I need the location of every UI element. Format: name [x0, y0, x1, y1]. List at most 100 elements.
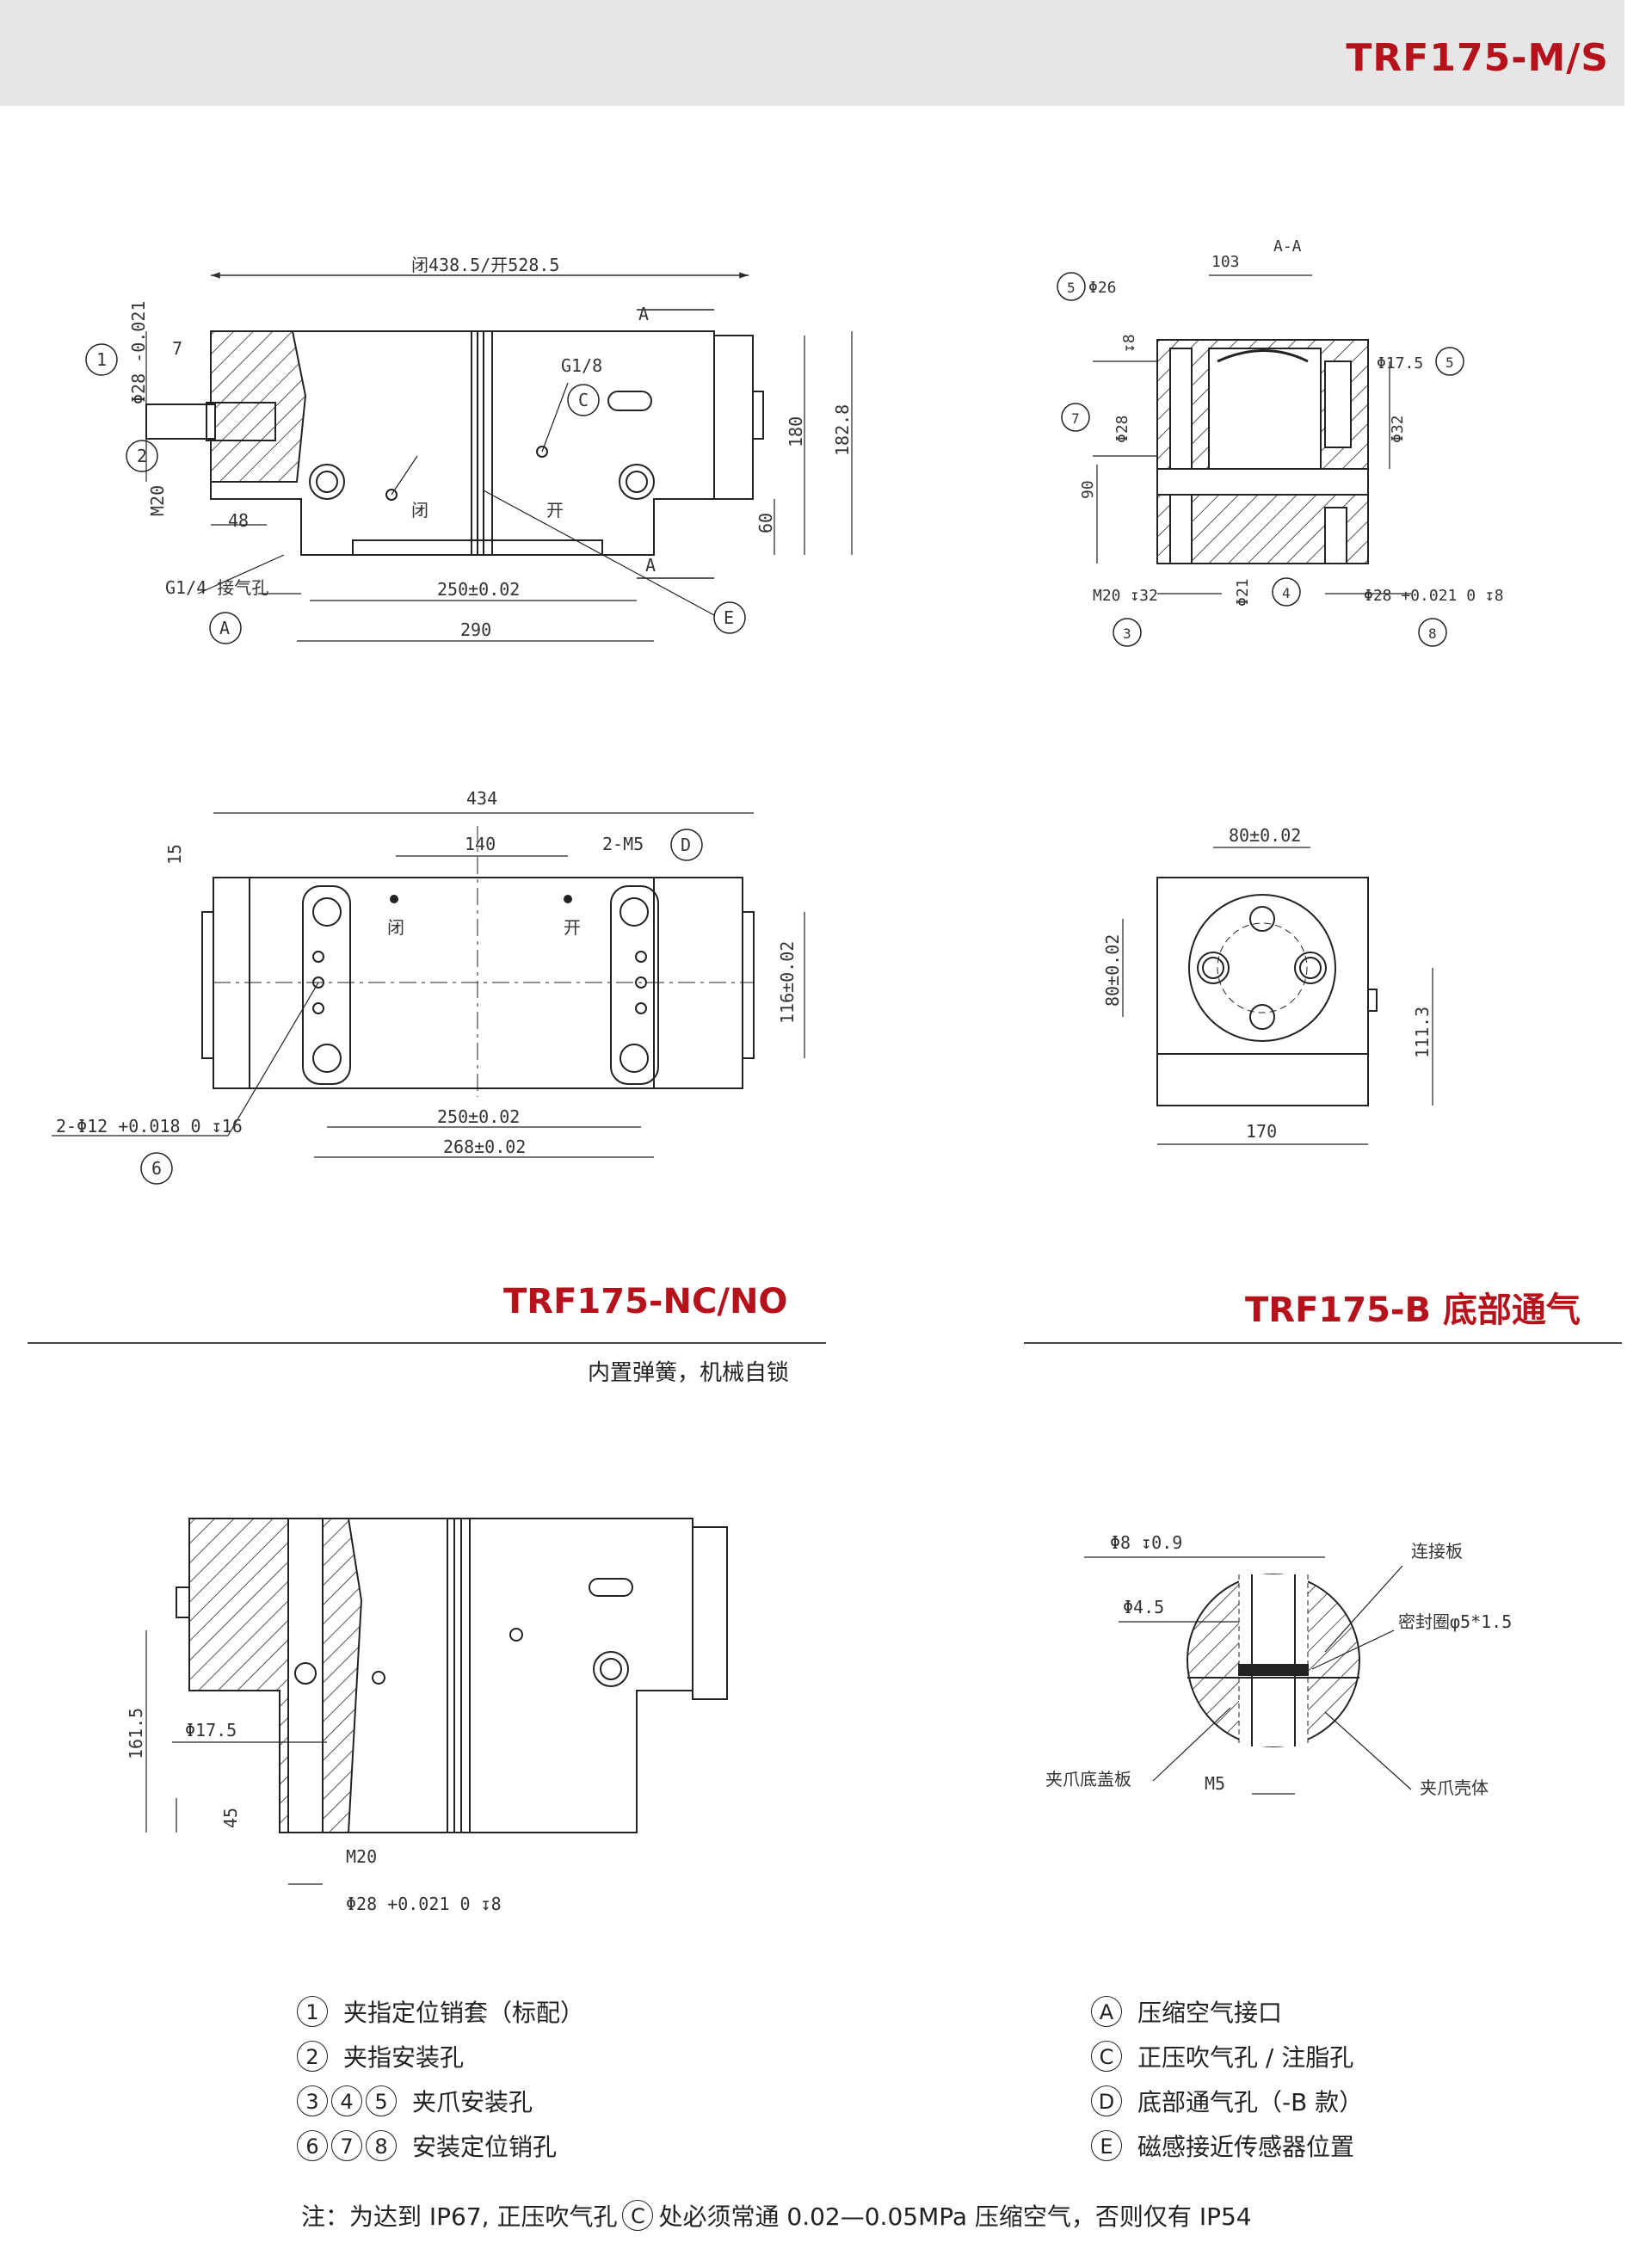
- svg-text:Φ28 +0.021 0 ↧8: Φ28 +0.021 0 ↧8: [1364, 587, 1504, 605]
- svg-text:90: 90: [1079, 480, 1097, 499]
- svg-text:48: 48: [228, 510, 249, 531]
- callout-marker: 6: [297, 2130, 328, 2161]
- svg-text:Φ17.5: Φ17.5: [185, 1720, 237, 1740]
- svg-text:开: 开: [546, 500, 564, 521]
- footnote: 注：为达到 IP67, 正压吹气孔 C 处必须常通 0.02—0.05MPa 压…: [301, 2198, 1252, 2233]
- svg-text:45: 45: [220, 1808, 241, 1828]
- section-divider-left: [28, 1342, 826, 1344]
- b-view: [1084, 1556, 1412, 1795]
- svg-text:↧8: ↧8: [1120, 334, 1138, 353]
- svg-text:182.8: 182.8: [832, 404, 853, 456]
- svg-text:434: 434: [466, 788, 497, 809]
- svg-text:15: 15: [164, 844, 185, 865]
- svg-text:250±0.02: 250±0.02: [437, 579, 520, 600]
- svg-text:Φ8 ↧0.9: Φ8 ↧0.9: [1110, 1532, 1182, 1553]
- svg-text:5: 5: [1446, 354, 1454, 371]
- svg-text:开: 开: [564, 917, 581, 938]
- legend-item: C 正压吹气孔 / 注脂孔: [1091, 2039, 1353, 2073]
- svg-text:Φ28: Φ28: [1113, 415, 1131, 443]
- svg-text:Φ26: Φ26: [1088, 279, 1117, 297]
- svg-text:E: E: [724, 607, 734, 628]
- callout-marker: 7: [331, 2130, 362, 2161]
- svg-text:闭438.5/开528.5: 闭438.5/开528.5: [411, 255, 559, 275]
- legend-item: 1 夹指定位销套（标配）: [297, 1994, 584, 2029]
- svg-text:连接板: 连接板: [1411, 1541, 1463, 1562]
- svg-text:C: C: [578, 390, 589, 410]
- svg-text:60: 60: [755, 513, 776, 533]
- callout-marker: D: [1091, 2085, 1122, 2116]
- svg-text:M20 ↧32: M20 ↧32: [1093, 587, 1158, 605]
- svg-text:290: 290: [460, 619, 491, 640]
- callout-marker: 2: [297, 2041, 328, 2072]
- svg-text:A: A: [645, 555, 656, 576]
- svg-text:3: 3: [1123, 625, 1131, 642]
- legend-item: 6 7 8 安装定位销孔: [297, 2128, 557, 2163]
- svg-text:M20: M20: [346, 1846, 377, 1867]
- section-title-nc-no: TRF175-NC/NO: [503, 1282, 788, 1321]
- svg-text:116±0.02: 116±0.02: [777, 941, 798, 1024]
- svg-text:80±0.02: 80±0.02: [1102, 934, 1123, 1007]
- callout-marker: C: [622, 2200, 654, 2231]
- svg-text:Φ28 -0.021: Φ28 -0.021: [128, 301, 149, 404]
- svg-text:Φ28 +0.021 0 ↧8: Φ28 +0.021 0 ↧8: [346, 1894, 502, 1914]
- section-view: [1057, 272, 1464, 647]
- front-view: [85, 272, 853, 644]
- svg-text:2-M5: 2-M5: [602, 834, 644, 854]
- callout-marker: 8: [366, 2130, 397, 2161]
- svg-text:A-A: A-A: [1273, 237, 1302, 256]
- svg-text:Φ17.5: Φ17.5: [1377, 354, 1423, 373]
- b-view-labels: Φ8 ↧0.9 Φ4.5 M5 连接板 密封圈φ5*1.5 夹爪底盖板 夹爪壳体: [1045, 1532, 1512, 1798]
- svg-text:Φ4.5: Φ4.5: [1123, 1597, 1164, 1617]
- svg-text:180: 180: [786, 416, 806, 447]
- legend-item: D 底部通气孔（-B 款）: [1091, 2084, 1363, 2118]
- section-mark-a: A: [638, 304, 649, 324]
- top-view-labels: 434 15 140 2-M5 116±0.02 250±0.02 268±0.…: [56, 788, 798, 1179]
- svg-text:8: 8: [1428, 625, 1437, 642]
- nc-view: [145, 1518, 728, 1885]
- callout-marker: 4: [331, 2085, 362, 2116]
- svg-text:6: 6: [151, 1158, 162, 1179]
- svg-text:161.5: 161.5: [126, 1708, 146, 1759]
- svg-text:G1/4 接气孔: G1/4 接气孔: [165, 577, 268, 598]
- section-subtitle-nc-no: 内置弹簧，机械自锁: [588, 1360, 790, 1386]
- svg-text:7: 7: [1071, 410, 1080, 427]
- end-view-labels: 80±0.02 80±0.02 111.3 170: [1102, 825, 1433, 1142]
- svg-text:5: 5: [1067, 280, 1076, 296]
- svg-text:103: 103: [1211, 253, 1240, 271]
- svg-text:闭: 闭: [387, 917, 404, 938]
- legend-item: 2 夹指安装孔: [297, 2039, 464, 2073]
- page-title: TRF175-M/S: [1346, 36, 1609, 80]
- svg-text:2-Φ12 +0.018 0 ↧16: 2-Φ12 +0.018 0 ↧16: [56, 1116, 243, 1137]
- section-divider-right: [1024, 1342, 1622, 1344]
- svg-text:密封圈φ5*1.5: 密封圈φ5*1.5: [1398, 1611, 1512, 1632]
- header-bar: [0, 0, 1624, 106]
- section-view-labels: A-A 103 Φ26 ↧8 Φ17.5 Φ32 Φ28 90 M20 ↧32 …: [1067, 237, 1504, 642]
- svg-text:Φ32: Φ32: [1389, 415, 1407, 443]
- svg-text:4: 4: [1282, 585, 1291, 601]
- svg-text:A: A: [219, 618, 230, 638]
- front-view-labels: 闭438.5/开528.5 A A 250±0.02 290 48 7 G1/8…: [96, 255, 853, 640]
- callout-marker: 1: [297, 1996, 328, 2027]
- svg-text:D: D: [681, 835, 691, 855]
- section-title-b: TRF175-B 底部通气: [1245, 1291, 1581, 1330]
- callout-marker: C: [1091, 2041, 1122, 2072]
- svg-text:1: 1: [96, 349, 107, 370]
- svg-text:7: 7: [172, 338, 182, 359]
- callout-marker: 3: [297, 2085, 328, 2116]
- callout-marker: 5: [366, 2085, 397, 2116]
- svg-text:80±0.02: 80±0.02: [1229, 825, 1301, 846]
- legend-item: E 磁感接近传感器位置: [1091, 2128, 1354, 2163]
- legend-item: A 压缩空气接口: [1091, 1994, 1282, 2029]
- svg-text:M5: M5: [1205, 1773, 1225, 1794]
- legend-item: 3 4 5 夹爪安装孔: [297, 2084, 533, 2118]
- svg-text:2: 2: [137, 446, 147, 466]
- callout-marker: A: [1091, 1996, 1122, 2027]
- nc-view-labels: 161.5 Φ17.5 45 M20 Φ28 +0.021 0 ↧8: [126, 1708, 502, 1914]
- svg-text:111.3: 111.3: [1412, 1007, 1433, 1058]
- svg-text:夹爪底盖板: 夹爪底盖板: [1045, 1769, 1131, 1790]
- svg-text:G1/8: G1/8: [561, 355, 602, 376]
- svg-text:140: 140: [465, 834, 496, 854]
- svg-text:夹爪壳体: 夹爪壳体: [1420, 1777, 1489, 1798]
- top-view: [52, 812, 805, 1185]
